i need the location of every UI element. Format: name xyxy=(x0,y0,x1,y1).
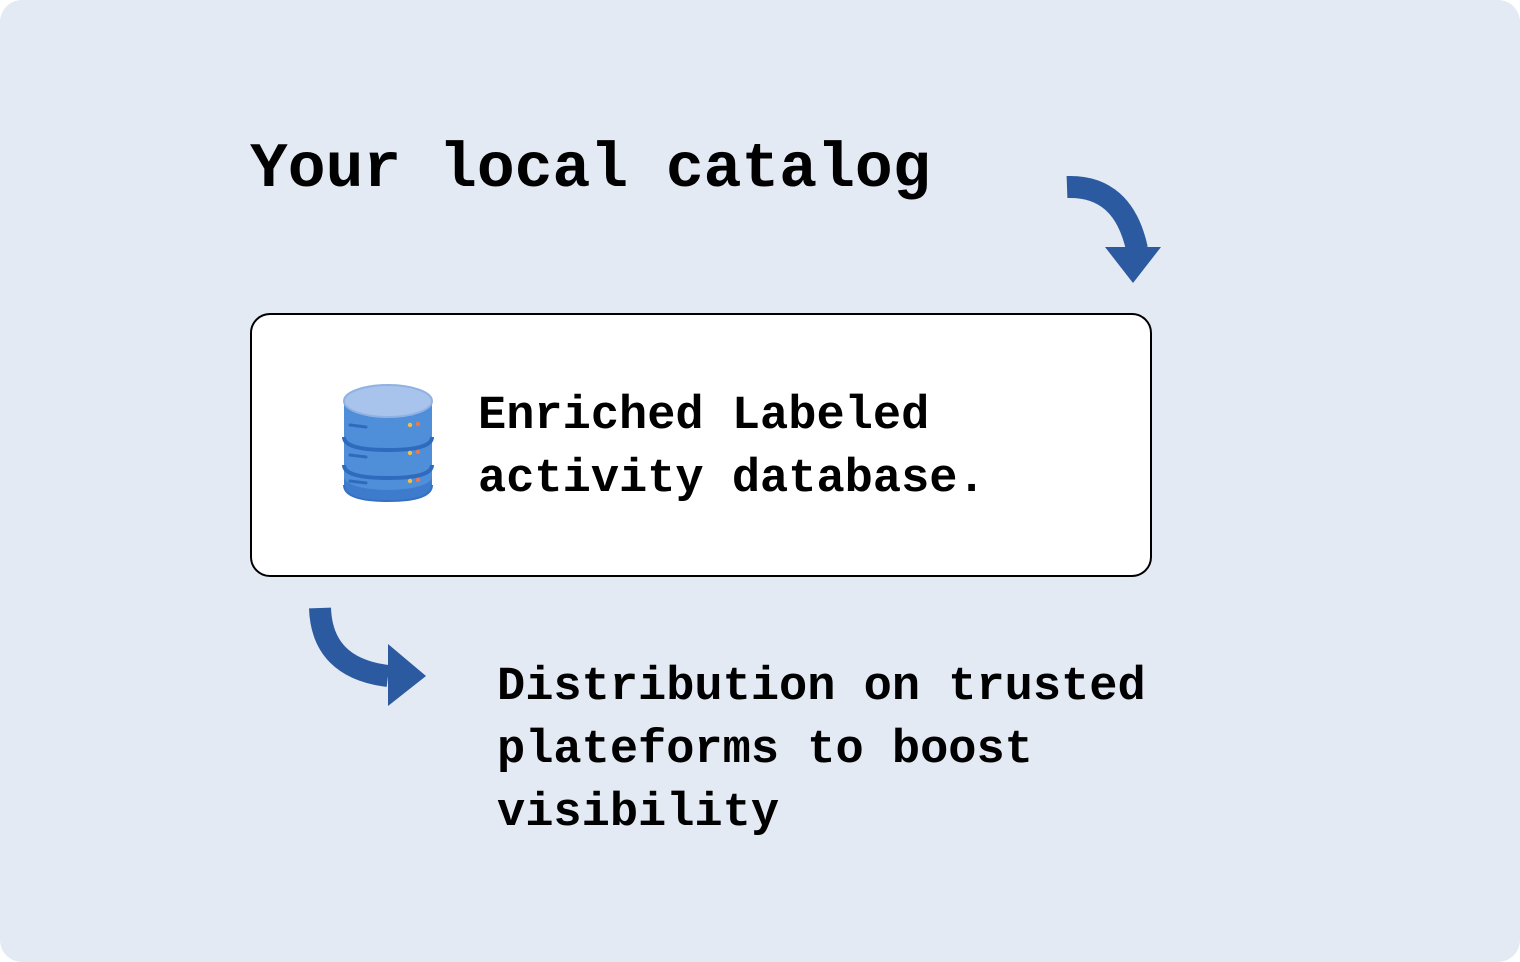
database-card: Enriched Labeled activity database. xyxy=(250,313,1152,577)
page-title: Your local catalog xyxy=(250,134,931,205)
curved-arrow-right-icon xyxy=(309,607,426,706)
database-label: Enriched Labeled activity database. xyxy=(478,390,986,506)
curved-arrow-down-icon xyxy=(1066,175,1161,283)
distribution-label: Distribution on trusted plateforms to bo… xyxy=(497,661,1146,840)
database-icon xyxy=(342,384,434,503)
